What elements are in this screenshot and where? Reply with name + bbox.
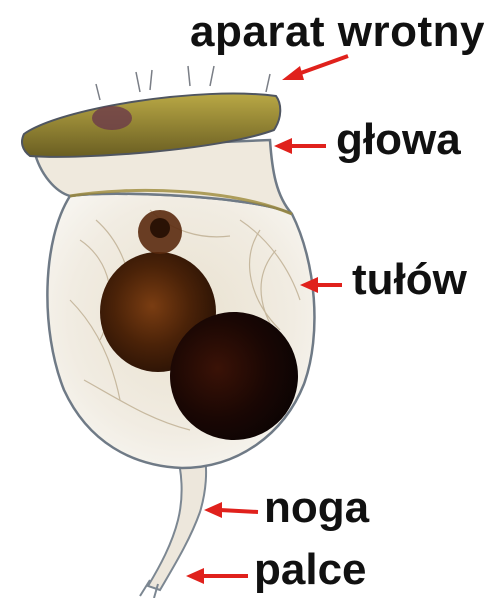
arrow-corona — [282, 56, 348, 80]
label-toes: palce — [254, 548, 367, 592]
arrow-toes — [186, 568, 248, 584]
label-corona: aparat wrotny — [190, 10, 484, 54]
arrow-trunk — [300, 277, 342, 293]
arrow-head — [274, 138, 326, 154]
label-head: głowa — [336, 118, 461, 162]
label-trunk: tułów — [352, 258, 467, 302]
arrow-foot — [204, 502, 258, 518]
label-foot: noga — [264, 486, 369, 530]
